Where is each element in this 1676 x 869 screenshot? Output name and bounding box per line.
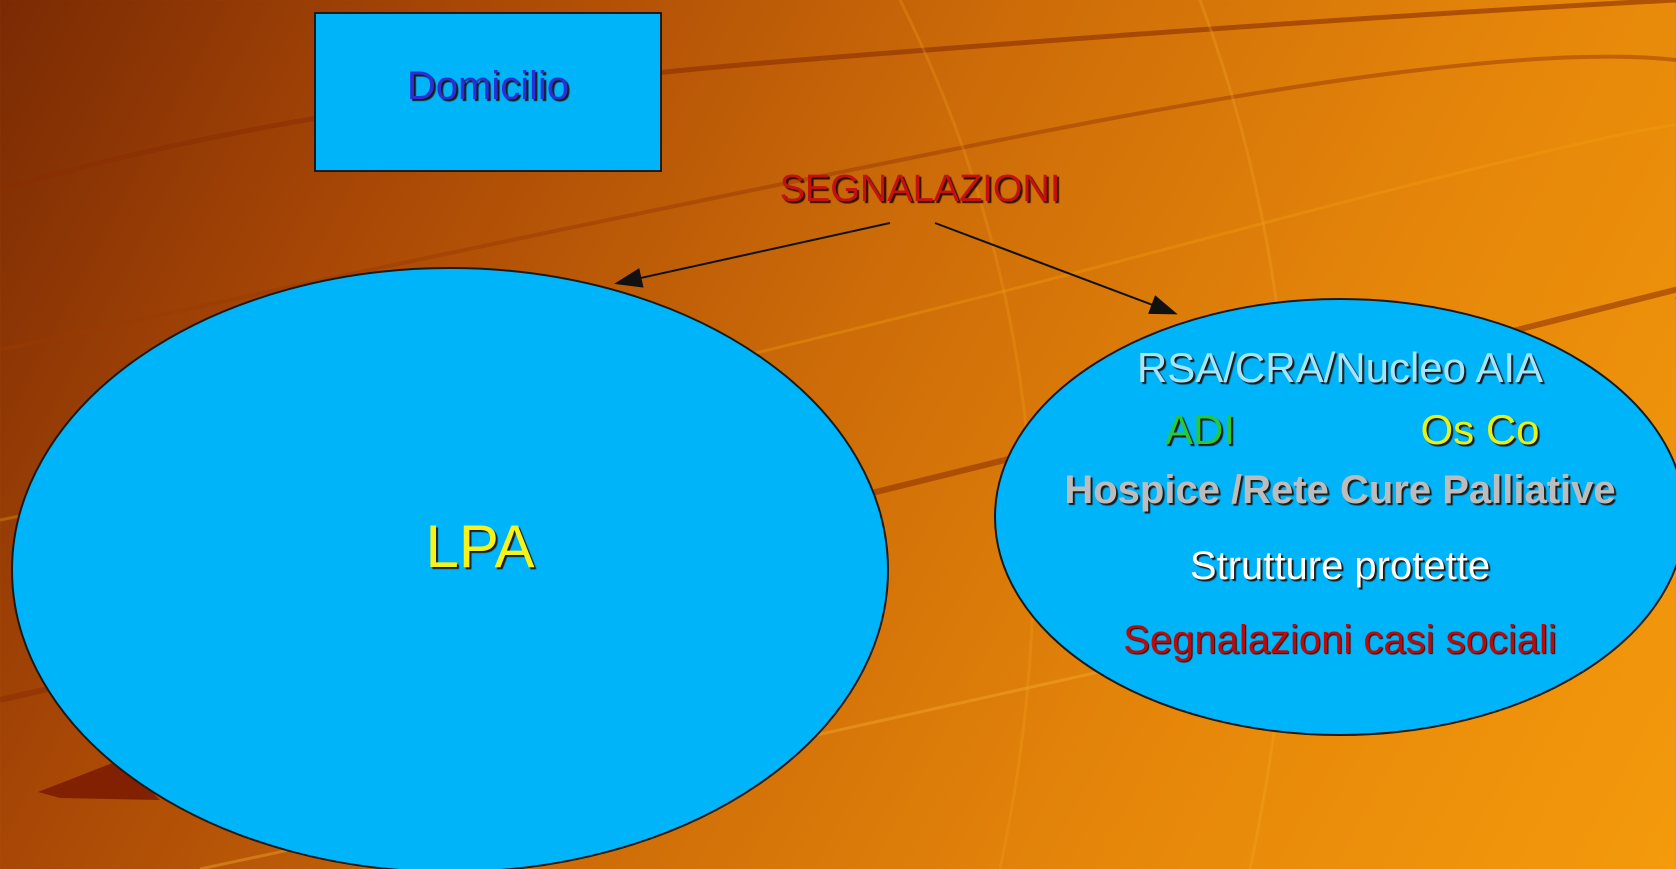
lpa-label: LPA [425,513,535,580]
arrow-to-lpa [614,222,891,288]
bg-curve [0,0,1676,193]
rsa-cra-label: RSA/CRA/Nucleo AIA [1136,344,1544,391]
adi-osco-row: ADI Os Co [990,406,1676,454]
segnalazioni-label: SEGNALAZIONI [779,168,1061,210]
osco-label: Os Co [1420,406,1540,453]
strutture-protette-label: Strutture protette [1189,544,1491,588]
bg-curve [0,54,1676,352]
lpa-ellipse [11,267,889,869]
arrow-to-services [934,222,1178,315]
bg-curve [898,0,1035,869]
services-ellipse [994,298,1676,736]
adi-label: ADI [1164,406,1235,453]
hospice-label: Hospice /Rete Cure Palliative [1064,468,1616,512]
casi-sociali-label: Segnalazioni casi sociali [1123,618,1557,662]
domicilio-label: Domicilio [406,64,570,108]
domicilio-box: Domicilio [314,12,662,172]
